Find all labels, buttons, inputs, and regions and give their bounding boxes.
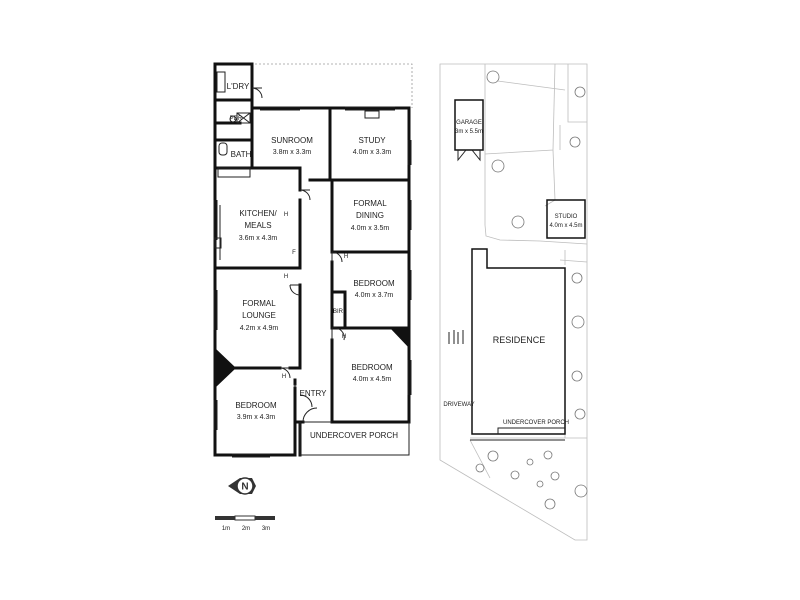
site-dims-studio: 4.0m x 4.5m bbox=[549, 223, 582, 229]
room-dims-bedroom1: 4.0m x 3.7m bbox=[355, 292, 394, 299]
site-label-porch: UNDERCOVER PORCH bbox=[503, 420, 569, 426]
scale-tick: 1m bbox=[222, 526, 230, 532]
room-label-laundry: L'DRY bbox=[227, 82, 250, 91]
room-dims-lounge: 4.2m x 4.9m bbox=[240, 325, 279, 332]
site-labels: GARAGE 3m x 5.5m STUDIO 4.0m x 4.5m RESI… bbox=[443, 120, 582, 426]
room-label-bedroom1: BEDROOM bbox=[353, 279, 395, 288]
room-label-dining: FORMAL bbox=[353, 199, 387, 208]
fridge-marker: F bbox=[292, 250, 296, 256]
room-dims-sunroom: 3.8m x 3.3m bbox=[273, 149, 312, 156]
room-label-kitchen-2: MEALS bbox=[244, 221, 271, 230]
room-label-dining-2: DINING bbox=[356, 211, 384, 220]
room-dims-bedroom3: 3.9m x 4.3m bbox=[237, 414, 276, 421]
room-dims-kitchen: 3.6m x 4.3m bbox=[239, 235, 278, 242]
hanging-marker: H bbox=[344, 254, 348, 260]
house-plan bbox=[213, 62, 413, 458]
room-label-entry: ENTRY bbox=[300, 389, 328, 398]
room-dims-bedroom2: 4.0m x 4.5m bbox=[353, 376, 392, 383]
scale-bar: 1m 2m 3m bbox=[215, 515, 275, 532]
hanging-marker: H bbox=[342, 334, 346, 340]
hanging-marker: H bbox=[284, 274, 288, 280]
room-label-bath: BATH bbox=[231, 150, 252, 159]
room-label-porch: UNDERCOVER PORCH bbox=[310, 431, 398, 440]
site-dims-garage: 3m x 5.5m bbox=[455, 129, 483, 135]
room-label-study: STUDY bbox=[358, 136, 386, 145]
room-label-lounge-2: LOUNGE bbox=[242, 311, 276, 320]
room-label-bir: BIR bbox=[333, 309, 344, 315]
site-label-driveway: DRIVEWAY bbox=[443, 402, 474, 408]
hanging-marker: H bbox=[284, 212, 288, 218]
room-label-powder: PDR bbox=[230, 116, 243, 122]
site-label-garage: GARAGE bbox=[456, 120, 482, 126]
scale-tick: 3m bbox=[262, 526, 270, 532]
room-label-bedroom3: BEDROOM bbox=[235, 401, 277, 410]
scale-tick: 2m bbox=[242, 526, 250, 532]
compass: N bbox=[228, 477, 256, 495]
room-label-bedroom2: BEDROOM bbox=[351, 363, 393, 372]
site-label-residence: RESIDENCE bbox=[493, 335, 546, 345]
room-dims-dining: 4.0m x 3.5m bbox=[351, 225, 390, 232]
room-label-lounge: FORMAL bbox=[242, 299, 276, 308]
room-label-sunroom: SUNROOM bbox=[271, 136, 313, 145]
room-label-kitchen: KITCHEN/ bbox=[239, 209, 277, 218]
site-label-studio: STUDIO bbox=[555, 214, 578, 220]
site-plan bbox=[439, 63, 588, 541]
hanging-marker: H bbox=[282, 374, 286, 380]
compass-letter: N bbox=[241, 482, 248, 493]
house-labels: L'DRY PDR SUNROOM 3.8m x 3.3m STUDY 4.0m… bbox=[227, 82, 399, 440]
room-dims-study: 4.0m x 3.3m bbox=[353, 149, 392, 156]
